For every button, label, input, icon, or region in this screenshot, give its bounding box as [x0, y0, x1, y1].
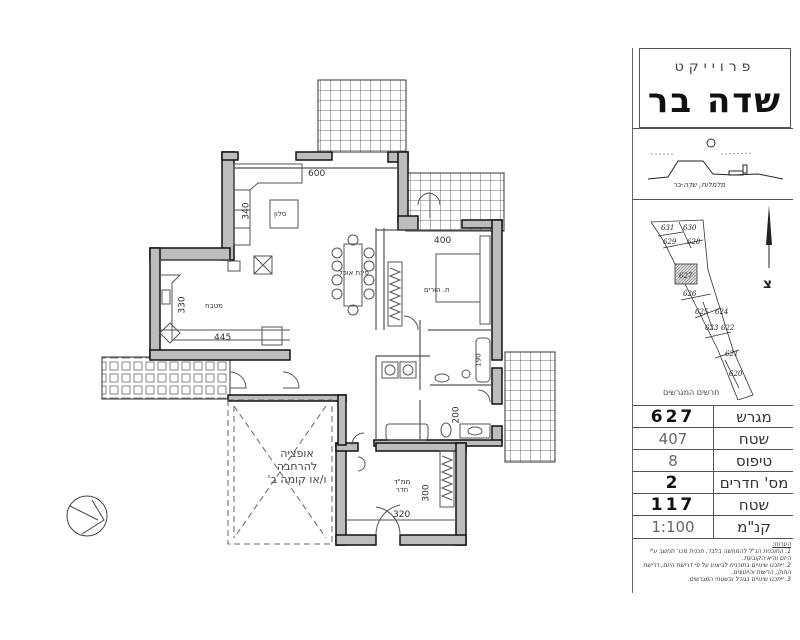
- note-item: 1. התוכנית הנ"ל להמחשה בלבד, תכנית מכר ת…: [649, 548, 791, 562]
- north-arrow-icon: צ: [763, 205, 772, 292]
- info-row-area: 407 שטח: [633, 427, 793, 450]
- coffee-table: [269, 199, 299, 229]
- floor-plan: 600 340 סלון פינת אוכל 330 מטבח 445 400 …: [66, 79, 556, 546]
- info-row-built-area: 117 שטח: [633, 493, 793, 516]
- plot-622: 622: [721, 324, 735, 332]
- info-key: מס' חדרים: [713, 472, 794, 494]
- info-value: 8: [668, 452, 678, 470]
- plot-628: 628: [687, 238, 701, 246]
- dim-master-bath: 190: [474, 353, 483, 367]
- info-row-type: 8 טיפוס: [633, 449, 793, 472]
- room-label-kitchen: מטבח: [205, 302, 223, 310]
- info-key: טיפוס: [713, 450, 794, 472]
- dim-safe-room-depth: 300: [421, 484, 432, 502]
- option-area-line-3: ו/או קומה ב': [267, 473, 327, 486]
- option-area-line-1: אופציה: [280, 447, 314, 460]
- info-key: שטח: [713, 494, 794, 516]
- landscape-sketch: מלמלות, שדה-בר: [633, 128, 793, 200]
- pergola-right: [504, 351, 556, 463]
- info-key: קנ"מ: [713, 516, 794, 538]
- info-row-plot: 627 מגרש: [633, 405, 793, 428]
- room-label-living: סלון: [274, 210, 287, 218]
- compass-icon: [66, 495, 108, 537]
- svg-text:צ: צ: [763, 276, 772, 292]
- landscape-sketch-icon: [647, 138, 784, 180]
- plot-map-caption: תרשים המגרשים: [663, 388, 720, 397]
- tiled-patio: [101, 356, 231, 400]
- plot-map-drawing: 631 630 629 628 627 626 625 624 623 622 …: [650, 205, 772, 401]
- room-label-safe-room: ממ"ד חדר: [393, 478, 411, 494]
- plot-map: 631 630 629 628 627 626 625 624 623 622 …: [633, 200, 793, 405]
- info-value: 1:100: [651, 518, 695, 536]
- plot-621: 621: [725, 350, 738, 358]
- dim-living-width: 600: [308, 169, 326, 179]
- plot-624: 624: [715, 308, 728, 316]
- notes-title: הערות:: [772, 541, 791, 548]
- note-item: 3. ייתכנו שינויים בגודל ובשטחי המגרשים.: [687, 576, 791, 583]
- info-value: 2: [665, 473, 681, 493]
- project-name: שדה בר: [647, 81, 783, 121]
- floor-plan-drawing: [66, 79, 556, 546]
- plot-623: 623: [705, 324, 719, 332]
- dim-living-depth: 340: [241, 202, 252, 220]
- info-value: 407: [658, 430, 688, 448]
- option-area-label: אופציה להרחבה ו/או קומה ב': [262, 447, 332, 486]
- project-box: פרוייקט שדה בר: [639, 48, 791, 128]
- room-label-dining: פינת אוכל: [339, 269, 369, 277]
- plot-627: 627: [679, 272, 693, 280]
- info-key: מגרש: [713, 406, 794, 428]
- dim-kitchen-depth: 330: [177, 296, 188, 314]
- dim-master-width: 400: [434, 236, 452, 246]
- notes: הערות: 1. התוכנית הנ"ל להמחשה בלבד, תכני…: [637, 541, 791, 583]
- plot-630: 630: [683, 224, 697, 232]
- pergola-top: [317, 79, 407, 153]
- project-label: פרוייקט: [674, 59, 756, 75]
- plot-620: 620: [729, 370, 743, 378]
- option-area-line-2: להרחבה: [276, 460, 318, 473]
- plot-625: 625: [695, 308, 709, 316]
- dim-safe-room-width: 320: [393, 510, 411, 520]
- info-value: 117: [650, 495, 696, 515]
- plot-629: 629: [663, 238, 677, 246]
- info-key: שטח: [713, 428, 794, 450]
- dim-hall: 200: [451, 406, 462, 424]
- room-label-master-bedroom: ח. הורים: [424, 286, 450, 294]
- info-row-rooms: 2 מס' חדרים: [633, 471, 793, 494]
- info-row-scale: 1:100 קנ"מ: [633, 515, 793, 539]
- note-item: 2. ייתכנו שינויים בתוכנית לביצוע על פי ד…: [643, 562, 791, 576]
- plot-631: 631: [661, 224, 674, 232]
- dim-kitchen-width: 445: [214, 333, 232, 343]
- plot-626: 626: [683, 290, 697, 298]
- sketch-caption: מלמלות, שדה-בר: [673, 181, 726, 189]
- title-block: פרוייקט שדה בר מלמלות, שדה-בר: [632, 48, 800, 593]
- info-value: 627: [650, 407, 696, 427]
